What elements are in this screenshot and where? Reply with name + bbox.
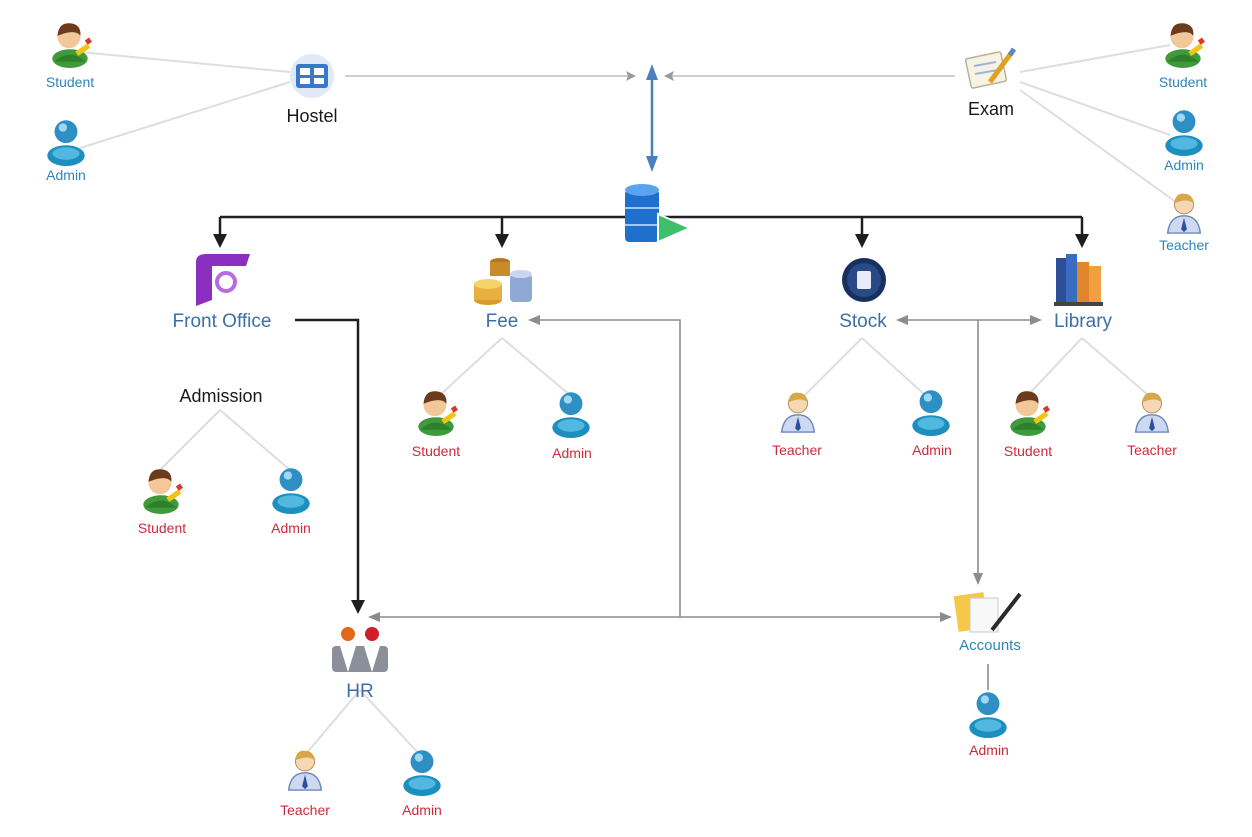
role-admission-student: Student bbox=[138, 469, 186, 536]
role-label: Admin bbox=[969, 742, 1009, 758]
library-icon bbox=[1054, 254, 1103, 306]
student-icon bbox=[1165, 23, 1206, 68]
student-icon bbox=[52, 23, 93, 68]
hostel-icon bbox=[290, 54, 334, 98]
admission-label[interactable]: Admission bbox=[179, 386, 262, 406]
role-stock-teacher: Teacher bbox=[772, 391, 822, 458]
role-label: Teacher bbox=[1159, 237, 1209, 253]
student-icon bbox=[418, 391, 459, 436]
role-exam-teacher: Teacher bbox=[1159, 192, 1209, 253]
student-icon bbox=[1010, 391, 1051, 436]
role-label: Student bbox=[412, 443, 460, 459]
role-hostel-admin: Admin bbox=[46, 120, 86, 183]
role-label: Student bbox=[46, 74, 94, 90]
front-office-label: Front Office bbox=[173, 311, 272, 332]
faint-connectors bbox=[79, 44, 1181, 756]
role-label: Admin bbox=[552, 445, 592, 461]
hub-branch-lines bbox=[218, 215, 1084, 602]
hr-module[interactable]: HR bbox=[332, 627, 388, 702]
admin-icon bbox=[272, 468, 310, 514]
front-office-module[interactable]: Front Office bbox=[173, 254, 272, 332]
role-label: Admin bbox=[402, 802, 442, 818]
exam-module[interactable]: Exam bbox=[964, 47, 1017, 119]
role-exam-student: Student bbox=[1159, 23, 1207, 90]
hr-icon bbox=[332, 627, 388, 672]
admin-icon bbox=[403, 750, 441, 796]
front-office-icon bbox=[196, 254, 250, 306]
stock-module[interactable]: Stock bbox=[839, 258, 887, 332]
role-library-teacher: Teacher bbox=[1127, 391, 1177, 458]
student-icon bbox=[143, 469, 184, 514]
role-hr-teacher: Teacher bbox=[280, 749, 330, 818]
exam-label: Exam bbox=[968, 99, 1014, 119]
role-accounts-admin: Admin bbox=[969, 692, 1009, 758]
role-hr-admin: Admin bbox=[402, 750, 442, 818]
role-stock-admin: Admin bbox=[912, 390, 952, 458]
role-exam-admin: Admin bbox=[1164, 110, 1204, 173]
fee-label: Fee bbox=[486, 311, 519, 332]
hub-double-arrow bbox=[646, 64, 658, 172]
accounts-icon bbox=[953, 592, 1022, 633]
hostel-module[interactable]: Hostel bbox=[286, 54, 338, 126]
role-label: Admin bbox=[1164, 157, 1204, 173]
admin-icon bbox=[912, 390, 950, 436]
stock-label: Stock bbox=[839, 311, 887, 332]
teacher-icon bbox=[1134, 391, 1170, 433]
exam-icon bbox=[964, 47, 1017, 89]
gray-arrowheads bbox=[626, 71, 674, 81]
role-label: Teacher bbox=[772, 442, 822, 458]
admin-icon bbox=[1165, 110, 1203, 156]
role-hostel-student: Student bbox=[46, 23, 94, 90]
hr-label: HR bbox=[346, 681, 373, 702]
fee-icon bbox=[474, 258, 532, 305]
admin-icon bbox=[552, 392, 590, 438]
role-label: Student bbox=[138, 520, 186, 536]
admin-icon bbox=[47, 120, 85, 166]
role-label: Teacher bbox=[280, 802, 330, 818]
library-module[interactable]: Library bbox=[1054, 254, 1113, 332]
role-admission-admin: Admin bbox=[271, 468, 311, 536]
role-label: Admin bbox=[271, 520, 311, 536]
fee-module[interactable]: Fee bbox=[474, 258, 532, 332]
role-library-student: Student bbox=[1004, 391, 1052, 459]
accounts-module[interactable]: Accounts bbox=[953, 592, 1022, 654]
teacher-icon bbox=[287, 749, 323, 791]
accounts-label: Accounts bbox=[959, 637, 1021, 654]
module-links bbox=[378, 319, 1032, 690]
library-label: Library bbox=[1054, 311, 1113, 332]
module-link-arrowheads bbox=[368, 315, 1042, 622]
role-label: Admin bbox=[46, 167, 86, 183]
teacher-icon bbox=[780, 391, 816, 433]
hub-branch-arrowheads bbox=[213, 234, 1089, 614]
database-icon bbox=[625, 184, 693, 244]
role-label: Student bbox=[1004, 443, 1052, 459]
hostel-label: Hostel bbox=[286, 106, 337, 126]
admin-icon bbox=[969, 692, 1007, 738]
role-label: Teacher bbox=[1127, 442, 1177, 458]
role-label: Student bbox=[1159, 74, 1207, 90]
role-label: Admin bbox=[912, 442, 952, 458]
role-fee-student: Student bbox=[412, 391, 460, 459]
role-fee-admin: Admin bbox=[552, 392, 592, 461]
stock-icon bbox=[842, 258, 886, 302]
